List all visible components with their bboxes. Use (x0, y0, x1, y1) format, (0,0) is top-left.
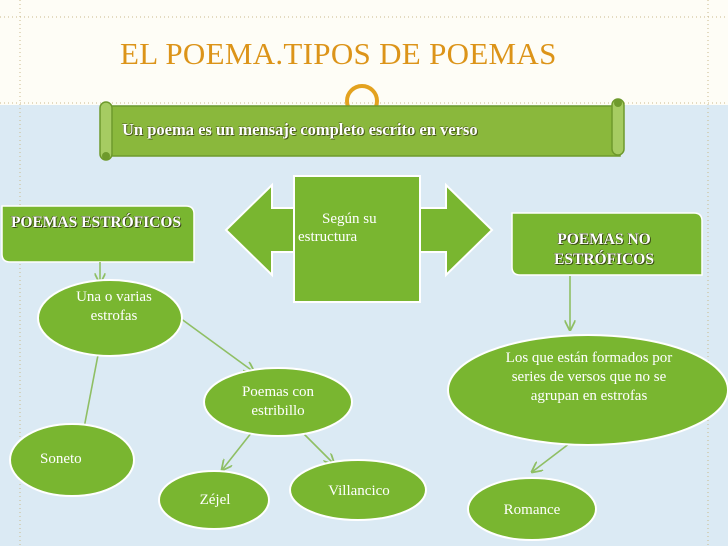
node-los-que-estan-label: Los que están formados por series de ver… (505, 350, 673, 404)
connector-to-villancico (301, 431, 334, 464)
node-romance (467, 477, 597, 541)
node-poemas-estribillo (203, 367, 353, 437)
node-poemas-estribillo-label: Poemas con estribillo (241, 384, 315, 419)
center-box (293, 175, 421, 303)
node-soneto-label: Soneto (40, 451, 82, 467)
center-box-text: Según su estructura (298, 211, 377, 245)
node-una-o-varias (37, 279, 183, 357)
node-zejel-label: Zéjel (199, 492, 231, 508)
right-heading-label: POEMAS NO ESTRÓFICOS (554, 231, 654, 268)
left-heading-box (1, 205, 195, 263)
page-title: EL POEMA.TIPOS DE POEMAS (120, 36, 557, 71)
node-los-que-estan (447, 334, 728, 446)
scroll-banner-shape (99, 98, 625, 161)
left-heading-label: POEMAS ESTRÓFICOS (10, 214, 182, 231)
node-una-o-varias-label: Una o varias estrofas (76, 289, 152, 324)
node-villancico-label: Villancico (328, 483, 390, 499)
node-villancico (289, 459, 427, 521)
node-soneto (9, 423, 135, 497)
node-zejel (158, 470, 270, 530)
connector-to-estribillo (179, 317, 254, 372)
banner-text: Un poema es un mensaje completo escrito … (122, 120, 478, 139)
right-heading-box (511, 212, 703, 276)
connector-to-soneto (83, 354, 99, 429)
center-box-label: Según su estructura (298, 210, 420, 246)
node-romance-label: Romance (503, 502, 561, 518)
connector-to-zejel (222, 431, 253, 470)
